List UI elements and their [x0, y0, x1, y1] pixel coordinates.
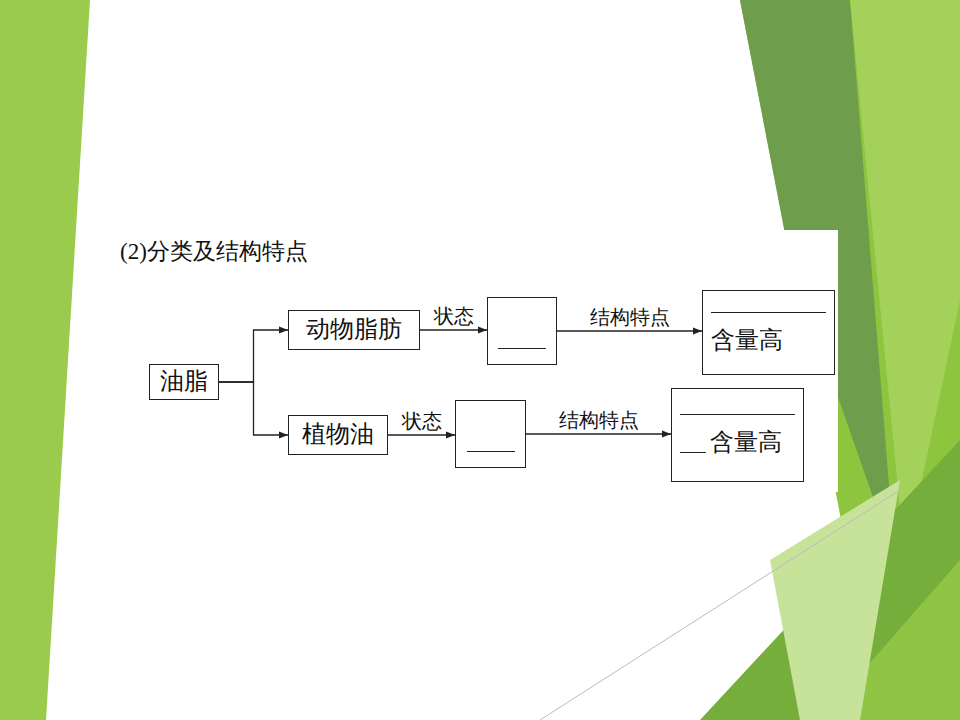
- arrow-connector: [420, 329, 487, 330]
- arrow-connector: [219, 382, 288, 435]
- arrow-label: 结构特点: [559, 409, 639, 431]
- feature-box: 含量高: [671, 388, 804, 482]
- answer-blank: [498, 347, 546, 349]
- section-title: (2)分类及结构特点: [120, 236, 308, 267]
- left-band: [0, 0, 90, 720]
- arrow-connector: [557, 330, 702, 331]
- box-text: 含量高: [711, 327, 826, 355]
- answer-box: [487, 297, 557, 365]
- box-text: 动物脂肪: [306, 316, 402, 344]
- answer-blank: [711, 311, 826, 313]
- arrow-connector: [219, 330, 288, 382]
- arrow-connector: [388, 434, 455, 435]
- arrow-label: 状态: [434, 305, 474, 327]
- answer-box: [455, 400, 526, 468]
- box-text: 植物油: [302, 421, 374, 449]
- answer-blank: [680, 451, 706, 453]
- box-text: 油脂: [160, 368, 208, 396]
- bottom-pale-band: [770, 480, 900, 720]
- category-box: 油脂: [149, 364, 219, 400]
- feature-box: 含量高: [702, 290, 835, 375]
- box-text: 含量高: [710, 429, 782, 457]
- category-box: 动物脂肪: [288, 310, 420, 350]
- answer-blank: [680, 413, 795, 415]
- answer-blank: [467, 450, 515, 452]
- white-panel: [100, 230, 838, 492]
- thin-line: [540, 490, 900, 720]
- arrow-label: 结构特点: [590, 306, 670, 328]
- category-box: 植物油: [288, 415, 388, 455]
- arrow-connector: [526, 433, 671, 434]
- arrow-label: 状态: [402, 410, 442, 432]
